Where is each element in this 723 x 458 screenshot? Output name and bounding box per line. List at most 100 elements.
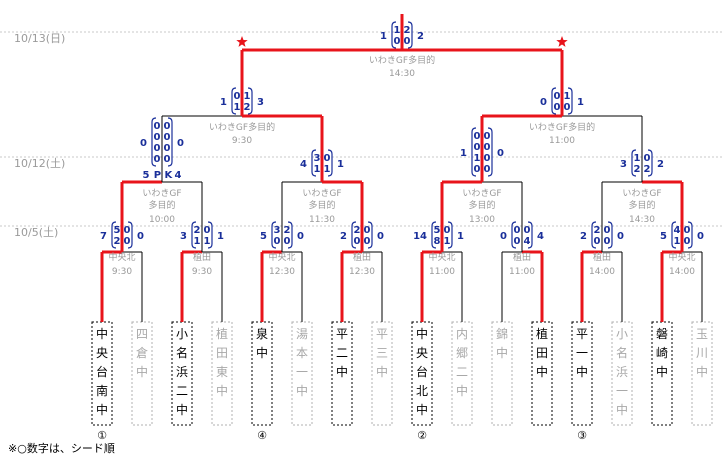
score-cell: 3	[314, 153, 321, 164]
score-cell: 2	[644, 164, 651, 175]
team-name-char: 中	[416, 402, 428, 417]
star-icon	[556, 36, 568, 47]
match-time: 12:30	[349, 267, 375, 277]
date-label: 10/5(土)	[14, 226, 58, 239]
total-score-right: 1	[217, 231, 224, 242]
team-name-char: 二	[336, 346, 348, 360]
venue-label: 多目的	[308, 199, 335, 211]
team-name-char: 名	[176, 345, 188, 360]
venue-label: 多目的	[468, 199, 495, 211]
score-cell: 1	[204, 236, 211, 247]
venue-label: 多目的	[148, 199, 175, 211]
team-name-char: 中	[96, 326, 108, 341]
team-name-char: 崎	[656, 346, 668, 360]
score-cell: 4	[524, 236, 531, 247]
team-name-char: 平	[376, 327, 388, 341]
score-cell: 0	[124, 236, 131, 247]
total-score-right: 3	[257, 97, 264, 108]
total-score-left: 5	[260, 231, 267, 242]
team-name-char: 郷	[456, 346, 468, 360]
score-cell: 0	[234, 91, 241, 102]
score-cell: 0	[564, 102, 571, 113]
team-name-char: 小	[176, 327, 188, 341]
total-score-left: 7	[100, 231, 107, 242]
venue-label: 多目的	[628, 199, 655, 211]
venue-label: いわきGF多目的	[529, 121, 595, 133]
score-cell: 2	[114, 236, 121, 247]
team-name-char: 小	[616, 327, 628, 341]
team-name-char: 川	[696, 346, 708, 360]
score-bracket-left	[471, 127, 477, 177]
score-cell: 1	[194, 236, 201, 247]
venue-label: 植田	[353, 251, 371, 263]
score-cell: 0	[274, 236, 281, 247]
score-cell: 2	[194, 225, 201, 236]
score-bracket-right	[487, 127, 493, 177]
match-time: 11:00	[509, 267, 535, 277]
team-name-char: 本	[296, 346, 308, 360]
score-cell: 2	[404, 25, 411, 36]
venue-label: 中央北	[268, 251, 295, 263]
score-cell: 0	[594, 236, 601, 247]
score-bracket-left	[311, 149, 317, 177]
venue-label: 植田	[593, 251, 611, 263]
total-score-left: 1	[220, 97, 227, 108]
score-cell: 2	[634, 164, 641, 175]
match-time: 14:30	[629, 215, 655, 225]
date-label: 10/13(日)	[14, 32, 65, 45]
score-cell: 0	[514, 225, 521, 236]
score-cell: 0	[164, 154, 171, 165]
total-score-left: 2	[580, 231, 587, 242]
team-name-char: 中	[136, 364, 148, 379]
venue-label: いわきGF	[142, 188, 181, 199]
score-cell: 5	[434, 225, 441, 236]
score-cell: 1	[564, 91, 571, 102]
score-cell: 0	[484, 131, 491, 142]
score-bracket-left	[271, 221, 277, 249]
team-name-char: 中	[376, 364, 388, 379]
match-time: 9:30	[112, 267, 132, 277]
total-score-left: 0	[140, 138, 147, 149]
venue-label: いわきGF多目的	[369, 54, 435, 66]
score-cell: 0	[364, 236, 371, 247]
total-score-left: 3	[620, 159, 627, 170]
score-bracket-right	[167, 117, 173, 167]
team-name-char: 三	[376, 346, 388, 360]
venue-label: 中央北	[668, 251, 695, 263]
total-score-left: 1	[460, 148, 467, 159]
match-time: 11:00	[429, 267, 455, 277]
score-bracket-left	[671, 221, 677, 249]
team-name-char: 錦	[496, 326, 508, 341]
team-name-char: 四	[136, 327, 148, 341]
score-cell: 1	[474, 153, 481, 164]
team-name-char: 台	[96, 364, 108, 379]
score-cell: 2	[594, 225, 601, 236]
pk-score-right: 4	[175, 170, 182, 181]
venue-label: いわきGF	[622, 188, 661, 199]
score-bracket-left	[111, 221, 117, 249]
score-cell: 0	[554, 91, 561, 102]
match-time: 11:30	[309, 215, 335, 225]
score-bracket-right	[447, 221, 453, 249]
match-time: 9:30	[232, 136, 252, 146]
score-cell: 5	[114, 225, 121, 236]
total-score-left: 4	[300, 159, 307, 170]
score-cell: 0	[474, 131, 481, 142]
score-cell: 0	[604, 236, 611, 247]
total-score-left: 0	[540, 97, 547, 108]
team-name-char: 央	[416, 346, 428, 360]
team-name-char: 浜	[616, 365, 628, 379]
team-name-char: 中	[96, 402, 108, 417]
score-bracket-right	[367, 221, 373, 249]
score-bracket-left	[231, 87, 237, 115]
total-score-right: 2	[657, 159, 664, 170]
match-time: 14:00	[589, 267, 615, 277]
score-bracket-right	[287, 221, 293, 249]
footnote: ※○数字は、シード順	[8, 441, 115, 455]
total-score-right: 1	[337, 159, 344, 170]
score-cell: 2	[244, 102, 251, 113]
team-name-char: 植	[536, 326, 548, 341]
team-name-char: 中	[456, 383, 468, 398]
team-name-char: 田	[216, 346, 228, 360]
